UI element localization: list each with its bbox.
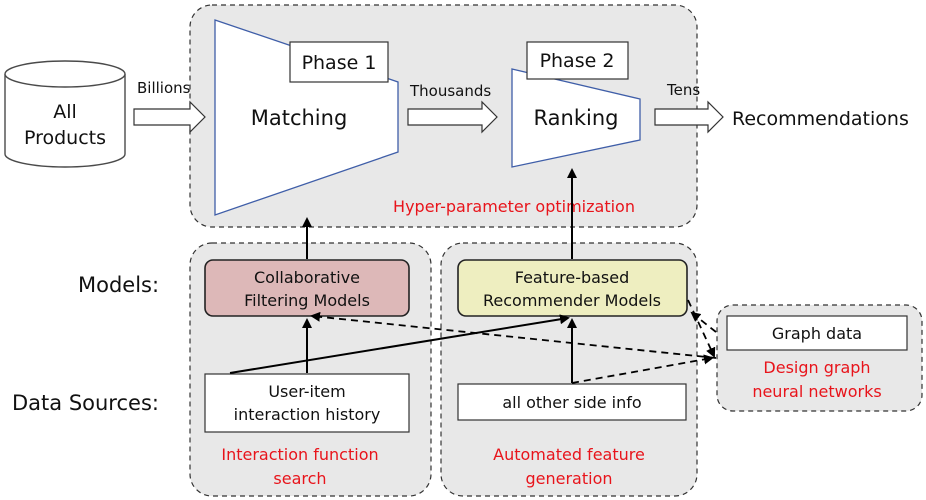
graph-caption-line1: Design graph bbox=[763, 358, 870, 377]
collaborative-filtering-box bbox=[204, 259, 410, 317]
matching-label: Matching bbox=[251, 106, 348, 130]
phase2-tag-box bbox=[526, 41, 629, 80]
ranking-funnel bbox=[511, 68, 641, 168]
data-sources-row-label: Data Sources: bbox=[12, 391, 159, 415]
phase2-tag: Phase 2 bbox=[540, 50, 615, 72]
feature-to-graph-dashed-arrow bbox=[687, 299, 716, 358]
models-row-label: Models: bbox=[78, 273, 159, 297]
phase1-tag-box bbox=[289, 41, 389, 83]
billions-label: Billions bbox=[137, 79, 191, 97]
collaborative-label-line2: Filtering Models bbox=[244, 291, 370, 310]
recommendations-label: Recommendations bbox=[732, 108, 909, 130]
automated-feature-caption-line2: generation bbox=[525, 469, 612, 488]
solid-connectors bbox=[229, 168, 577, 383]
user-item-history-box bbox=[204, 373, 410, 433]
ranking-label: Ranking bbox=[534, 106, 619, 130]
side-info-label: all other side info bbox=[502, 393, 641, 412]
thousands-arrow bbox=[407, 100, 498, 134]
tens-label: Tens bbox=[666, 81, 700, 99]
feature-based-box bbox=[457, 259, 688, 317]
side-info-box bbox=[457, 383, 687, 421]
feature-based-label-line1: Feature-based bbox=[515, 268, 630, 287]
user-item-label-line2: interaction history bbox=[234, 405, 381, 424]
phase1-tag: Phase 1 bbox=[302, 52, 377, 74]
thousands-label: Thousands bbox=[409, 82, 491, 100]
graph-caption-line2: neural networks bbox=[752, 382, 881, 401]
all-products-cylinder bbox=[4, 60, 126, 168]
all-products-label-line1: All bbox=[53, 101, 77, 123]
graph-to-feature-dashed-arrow bbox=[690, 311, 717, 333]
feature-based-label-line2: Recommender Models bbox=[483, 291, 661, 310]
all-products-label-line2: Products bbox=[24, 127, 106, 149]
dashed-connectors bbox=[310, 299, 717, 384]
hyper-parameter-caption: Hyper-parameter optimization bbox=[393, 197, 635, 216]
tens-arrow bbox=[654, 100, 724, 134]
user-item-to-feature-arrow bbox=[229, 314, 570, 374]
graph-to-collab-dashed-arrow bbox=[310, 311, 717, 359]
graph-data-label: Graph data bbox=[772, 324, 862, 343]
interaction-function-caption-line2: search bbox=[273, 469, 326, 488]
collaborative-label-line1: Collaborative bbox=[254, 268, 360, 287]
billions-arrow bbox=[133, 100, 206, 134]
user-item-label-line1: User-item bbox=[268, 382, 345, 401]
graph-data-box bbox=[726, 315, 908, 351]
automated-feature-caption-line1: Automated feature bbox=[493, 445, 645, 464]
interaction-function-caption-line1: Interaction function bbox=[221, 445, 378, 464]
